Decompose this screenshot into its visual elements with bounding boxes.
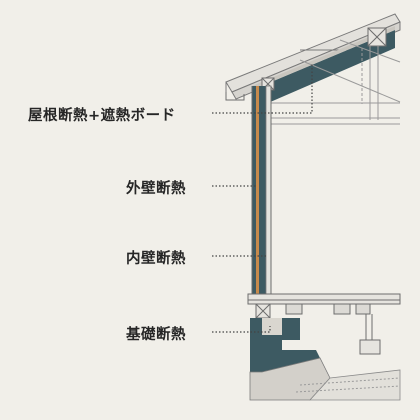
- gutter: [225, 92, 245, 101]
- floor-structure: [247, 293, 401, 355]
- foundation-insulation-label: 基礎断熱: [126, 327, 186, 343]
- ridge-block: [367, 27, 387, 47]
- roof-insulation: [252, 26, 395, 103]
- inner-wall-insulation-label: 内壁断熱: [126, 251, 186, 267]
- wall-structure: [251, 85, 272, 297]
- callout-leaders: [212, 64, 313, 333]
- floor-support-block: [255, 303, 271, 319]
- outer-wall-insulation-label: 外壁断熱: [126, 181, 186, 197]
- truss-lines: [268, 39, 401, 125]
- roof-insulation-label: 屋根断熱+遮熱ボード: [28, 108, 176, 124]
- foundation-structure: [249, 318, 401, 401]
